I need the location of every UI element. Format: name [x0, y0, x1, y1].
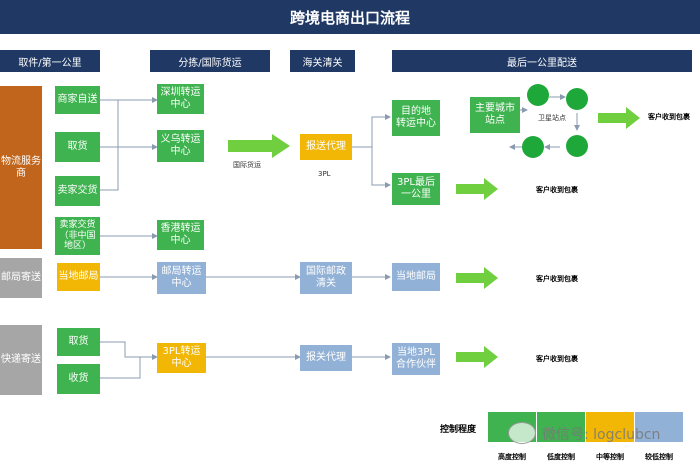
- watermark-text: 微信号: logclubcn: [542, 427, 661, 443]
- box-3pl-transfer: 3PL转运 中心: [157, 343, 206, 373]
- label-intl-freight: 国际货运: [233, 161, 261, 169]
- satellite-node-4: [522, 136, 544, 158]
- box-pickup-2: 取货: [57, 328, 100, 356]
- legend-swatch-low: [537, 412, 585, 442]
- legend-title: 控制程度: [440, 425, 477, 435]
- label-3pl: 3PL: [318, 170, 331, 178]
- delivery-arrow-1: [598, 107, 640, 129]
- intl-freight-arrow: [228, 134, 290, 158]
- box-forwarder: 报送代理: [300, 134, 352, 160]
- legend-label-high: 高度控制: [498, 453, 526, 461]
- legend-label-low: 低度控制: [547, 453, 575, 461]
- lane-express: 快递寄送: [0, 325, 42, 395]
- box-post-transfer: 邮局转运 中心: [157, 262, 206, 294]
- delivery-arrow-3: [456, 267, 498, 289]
- legend-swatch-lower: [635, 412, 683, 442]
- wechat-icon: [508, 422, 536, 444]
- box-collect: 收货: [57, 364, 100, 394]
- header-last-mile: 最后一公里配送: [392, 50, 692, 72]
- box-major-city: 主要城市 站点: [470, 97, 520, 133]
- header-first-mile: 取件/第一公里: [0, 50, 100, 72]
- delivery-arrow-2: [456, 178, 498, 200]
- box-shenzhen: 深圳转运 中心: [157, 84, 204, 114]
- label-customer-receives-3: 客户收到包裹: [536, 275, 578, 283]
- label-customer-receives-2: 客户收到包裹: [536, 186, 578, 194]
- lane-post: 邮局寄送: [0, 258, 42, 298]
- label-customer-receives-1: 客户收到包裹: [648, 113, 690, 121]
- label-customer-receives-4: 客户收到包裹: [536, 355, 578, 363]
- box-hongkong: 香港转运 中心: [157, 220, 204, 250]
- box-3pl-lastmile: 3PL最后 一公里: [392, 173, 440, 205]
- diagram-title: 跨境电商出口流程: [0, 0, 700, 34]
- legend-swatch-medium: [586, 412, 634, 442]
- legend-label-lower: 较低控制: [645, 453, 673, 461]
- lane-logistics: 物流服务 商: [0, 86, 42, 249]
- satellite-node-3: [566, 135, 588, 157]
- label-satellite: 卫星站点: [538, 114, 566, 122]
- delivery-arrow-4: [456, 346, 498, 368]
- satellite-node-2: [566, 88, 588, 110]
- legend-label-medium: 中等控制: [596, 453, 624, 461]
- box-local-3pl: 当地3PL 合作伙伴: [392, 343, 440, 375]
- box-intl-post-customs: 国际邮政 清关: [300, 262, 352, 294]
- box-seller-delivery: 卖家交货: [55, 176, 100, 206]
- satellite-node-1: [527, 84, 549, 106]
- box-local-post-2: 当地邮局: [392, 263, 440, 291]
- box-dest-transfer: 目的地 转运中心: [392, 100, 440, 136]
- box-yiwu: 义乌转运 中心: [157, 130, 204, 162]
- box-pickup-1: 取货: [55, 132, 100, 162]
- box-merchant-self: 商家自送: [55, 86, 100, 114]
- box-customs-agent: 报关代理: [300, 345, 352, 371]
- box-local-post-1: 当地邮局: [57, 263, 100, 291]
- header-sorting: 分拣/国际货运: [150, 50, 270, 72]
- header-customs: 海关清关: [290, 50, 355, 72]
- box-seller-delivery-nonchina: 卖家交货 （非中国 地区）: [55, 217, 100, 255]
